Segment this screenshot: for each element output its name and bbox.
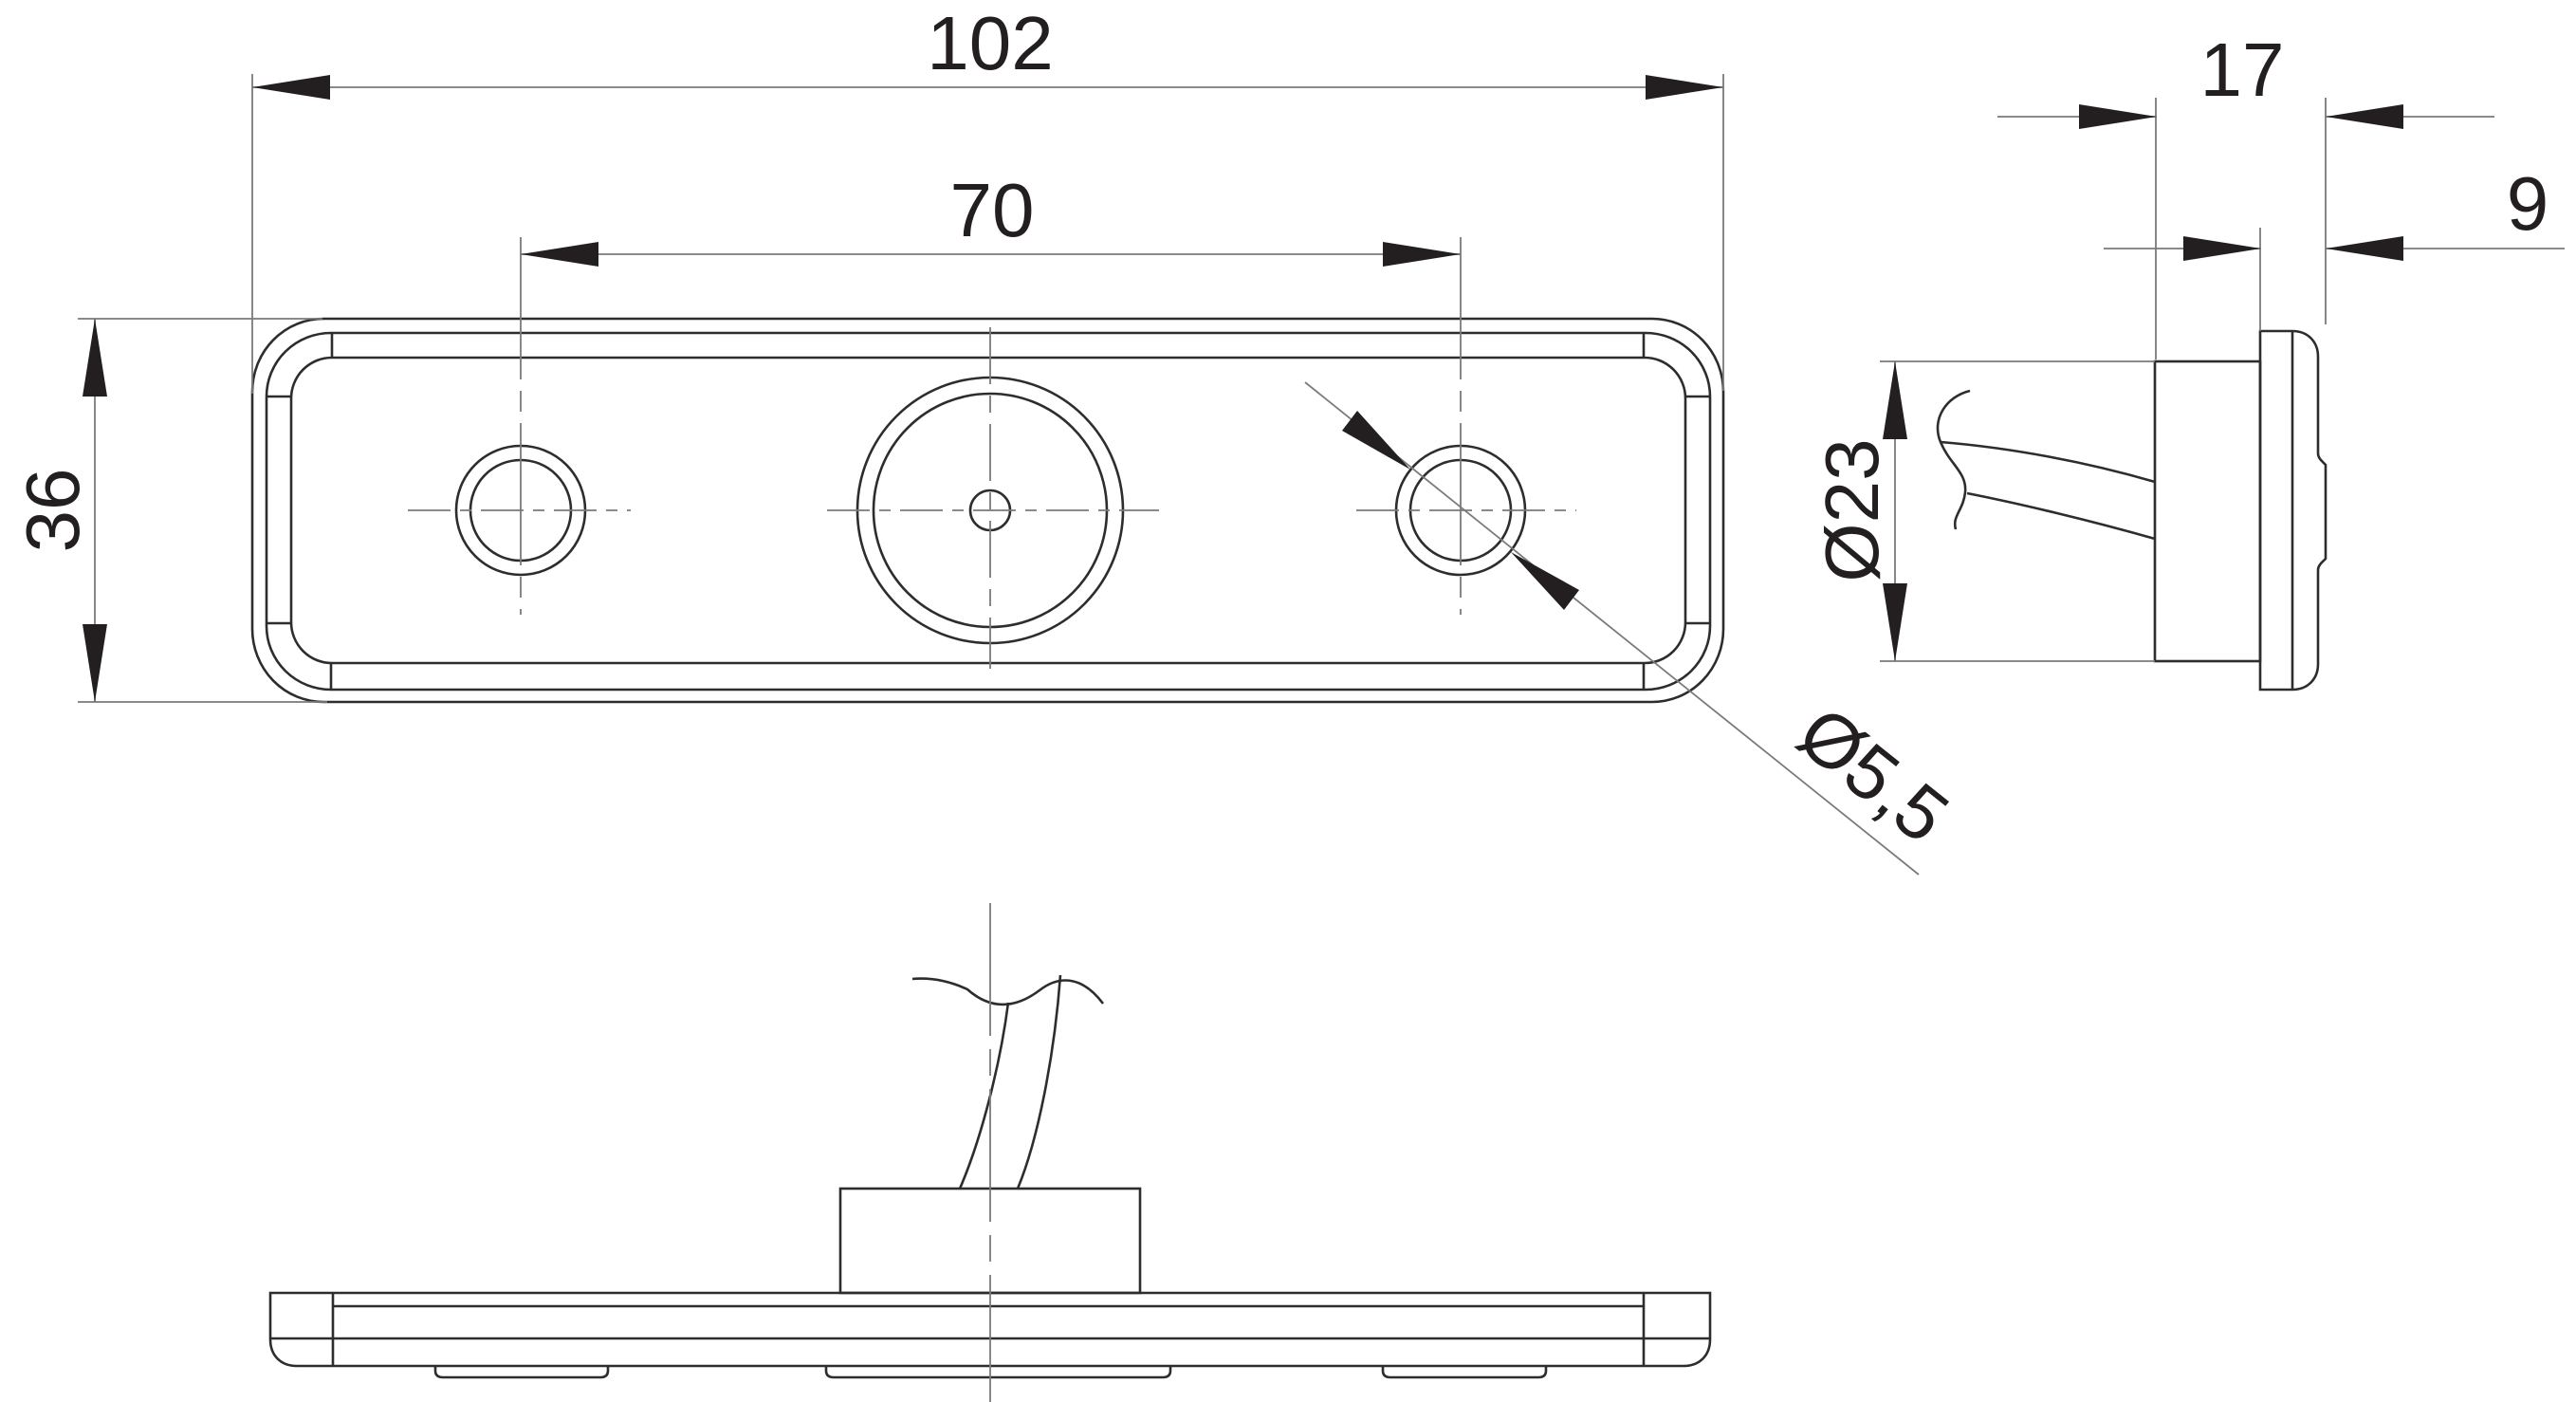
dim-70-arrow-left — [521, 242, 598, 267]
dimension-hole-spacing: 70 — [521, 168, 1461, 267]
side-rubber-body-outline — [2153, 360, 2262, 663]
front-outer-housing-outline — [250, 317, 1725, 704]
dim-102-label: 102 — [927, 1, 1053, 85]
bottom-foot-pad-left — [433, 1366, 610, 1379]
dim-hole-arrow-lower — [1511, 552, 1579, 610]
front-housing-face-outline — [265, 331, 1712, 692]
dim-hole-arrow-upper — [1342, 411, 1410, 470]
side-view — [1936, 329, 2328, 692]
dim-36-arrow-top — [83, 319, 107, 397]
dimension-body-diameter: Ø23 — [1810, 360, 2155, 662]
dim-36-arrow-bottom — [83, 624, 107, 702]
dim-70-arrow-right — [1383, 242, 1461, 267]
dim-hole-diameter-label: Ø5,5 — [1783, 691, 1964, 859]
front-bezel-tangent-ticks — [267, 333, 1710, 690]
hole-vertical-centerlines — [520, 237, 1462, 615]
dim-23-arrow-bottom — [1883, 583, 1907, 661]
dim-9-arrow-left — [2183, 236, 2261, 261]
dim-hole-leader-line — [1304, 381, 1920, 876]
dim-23-label: Ø23 — [1810, 438, 1894, 581]
dim-17-extension-lines — [2155, 98, 2327, 360]
side-lens-housing-outline — [2258, 329, 2328, 692]
dim-36-extension-lines — [78, 318, 327, 703]
dim-70-label: 70 — [950, 168, 1035, 252]
dimension-overall-height: 36 — [10, 318, 327, 703]
bottom-cable-break-symbol — [911, 977, 1105, 1006]
dim-23-extension-lines — [1880, 360, 2155, 662]
dim-36-label: 36 — [10, 469, 95, 553]
dim-9-arrow-right — [2326, 236, 2403, 261]
dim-102-arrow-left — [252, 75, 330, 100]
front-view — [250, 237, 1725, 704]
dim-17-label: 17 — [2200, 28, 2285, 112]
dim-9-label: 9 — [2507, 161, 2549, 246]
dimension-overall-width: 102 — [251, 1, 1724, 394]
bottom-base-plate-outline — [268, 1291, 1712, 1368]
side-cable-lines — [1940, 440, 2156, 541]
dim-17-arrow-left — [2079, 104, 2157, 129]
bottom-foot-pad-center — [824, 1366, 1172, 1379]
bottom-plate-end-lines — [331, 1293, 1646, 1366]
bottom-cable-lines — [958, 974, 1062, 1190]
dim-102-arrow-right — [1646, 75, 1723, 100]
bottom-foot-pad-right — [1381, 1366, 1548, 1379]
dimension-overall-depth: 17 — [1997, 28, 2494, 360]
dim-17-arrow-right — [2326, 104, 2403, 129]
front-lens-outline — [289, 356, 1687, 665]
side-cable-break-symbol — [1936, 389, 1971, 530]
dimension-lens-depth: 9 — [2104, 161, 2565, 331]
dim-23-arrow-top — [1883, 361, 1907, 439]
bottom-view — [268, 903, 1712, 1402]
dim-102-extension-lines — [251, 74, 1724, 394]
